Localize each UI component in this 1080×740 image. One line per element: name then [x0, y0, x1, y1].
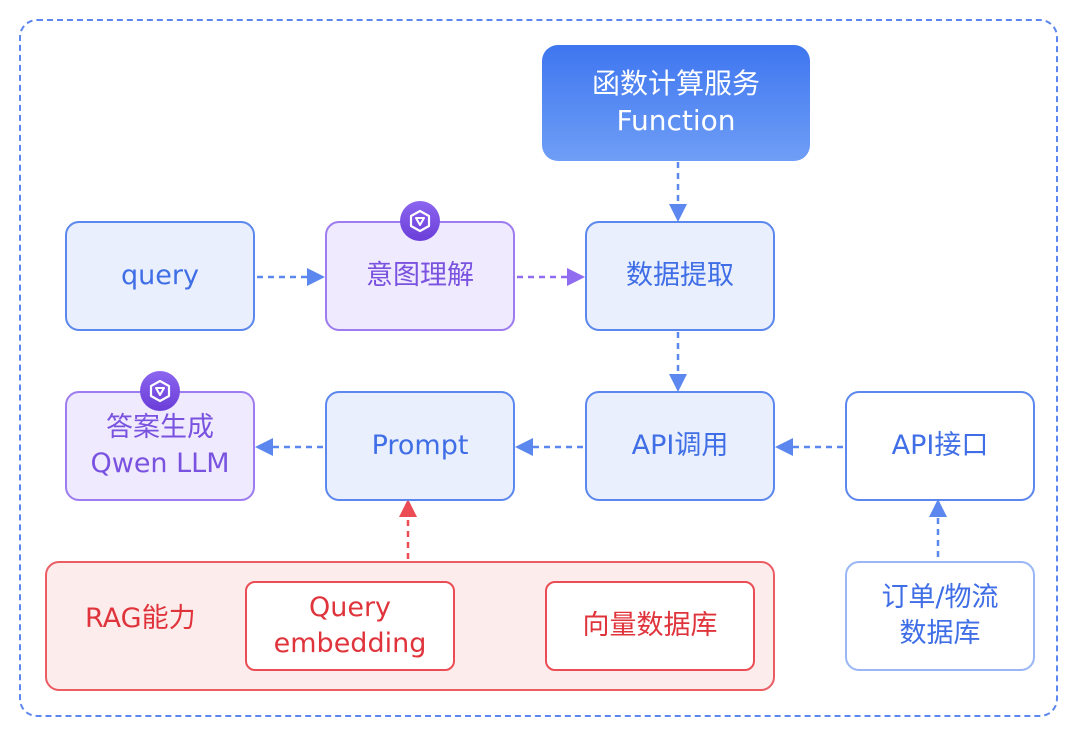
data-extract-node: 数据提取	[585, 221, 775, 331]
intent-label: 意图理解	[366, 260, 474, 292]
order-db-line1: 订单/物流	[881, 582, 999, 614]
outer-dashed-frame	[19, 19, 1058, 717]
function-service-node: 函数计算服务 Function	[542, 45, 810, 161]
prompt-node: Prompt	[325, 391, 515, 501]
query-node: query	[65, 221, 255, 331]
api-call-label: API调用	[631, 430, 729, 462]
embedding-line2: embedding	[273, 628, 427, 659]
vector-db-node: 向量数据库	[545, 581, 755, 671]
answer-line2: Qwen LLM	[90, 448, 230, 479]
extract-label: 数据提取	[626, 260, 734, 292]
embedding-line1: Query	[308, 592, 392, 624]
rag-label: RAG能力	[85, 603, 196, 634]
order-logistics-db-node: 订单/物流 数据库	[845, 561, 1035, 671]
vector-db-label: 向量数据库	[582, 610, 718, 642]
answer-line1: 答案生成	[106, 412, 214, 444]
prompt-label: Prompt	[371, 430, 469, 462]
query-embedding-node: Query embedding	[245, 581, 455, 671]
function-line2: Function	[616, 104, 736, 137]
function-line1: 函数计算服务	[591, 67, 760, 101]
order-db-line2: 数据库	[899, 618, 981, 649]
api-call-node: API调用	[585, 391, 775, 501]
api-interface-node: API接口	[845, 391, 1035, 501]
query-label: query	[121, 260, 199, 292]
api-interface-label: API接口	[891, 430, 989, 462]
qwen-logo-icon	[400, 201, 440, 241]
qwen-logo-icon	[140, 371, 180, 411]
